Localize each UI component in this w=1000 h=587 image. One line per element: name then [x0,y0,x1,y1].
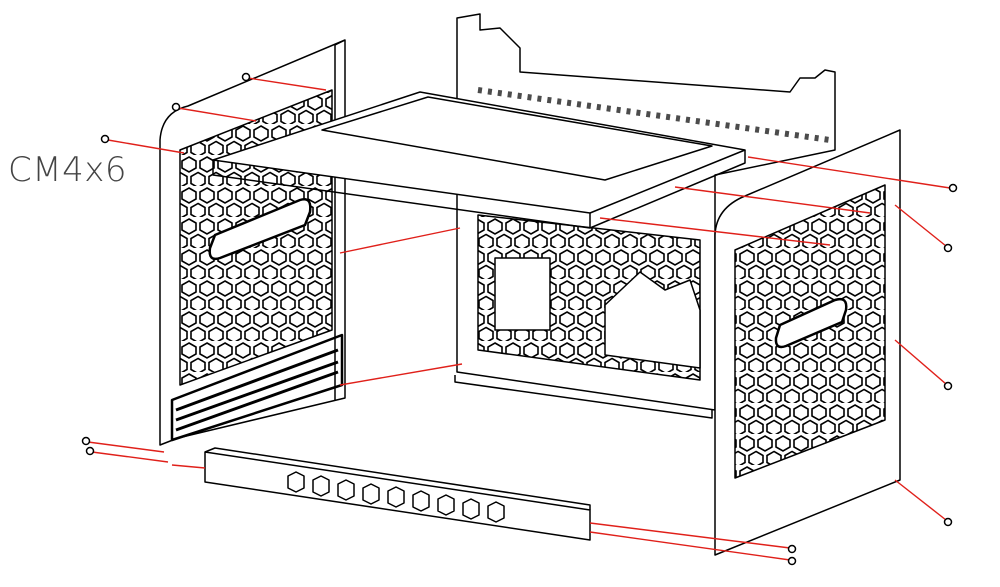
screw-icon [948,183,958,193]
bottom-rail [204,447,591,541]
leader-lines [87,77,951,561]
top-plate [212,91,746,229]
screw-icon [943,243,953,253]
screw-icon [787,544,797,554]
left-side-panel [159,39,346,446]
screw-icon [241,72,251,82]
right-side-panel [714,129,901,556]
screws [81,72,958,566]
screw-icon [943,517,953,527]
screw-icon [100,134,110,144]
screw-icon [85,446,95,456]
screw-icon [171,102,181,112]
screw-callout-label: CM4x6 [8,150,127,190]
screw-icon [943,381,953,391]
screw-icon [787,556,797,566]
screw-icon [81,436,91,446]
